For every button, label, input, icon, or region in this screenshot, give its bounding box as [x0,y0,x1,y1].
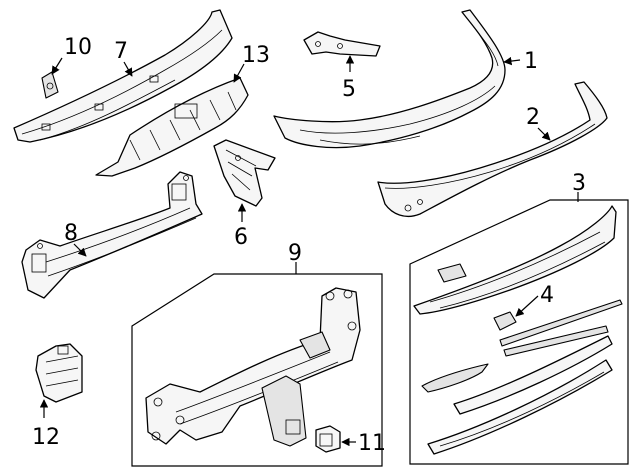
callout-12: 12 [32,425,60,450]
part-12-sensor-bracket [35,343,83,403]
part-7-reinforcement [13,9,233,143]
box-9-hitch [131,273,383,467]
callout-4: 4 [540,283,554,308]
part-8-impact-bar [21,171,203,299]
part-5-side-bracket [303,31,381,57]
part-1-bumper-cover [273,9,506,149]
part-2-lower-valance [377,81,608,218]
box-3-trim [409,199,629,465]
part-13-absorber [95,77,249,177]
callout-6: 6 [234,225,248,250]
callout-9: 9 [288,241,302,266]
part-11-receiver-cover [315,425,341,453]
callout-7: 7 [114,39,128,64]
callout-11: 11 [358,431,386,456]
callout-labels: 1 2 3 4 5 6 7 8 9 10 11 12 13 [32,35,586,456]
callout-2: 2 [526,105,540,130]
leader-lines [39,55,579,447]
callout-5: 5 [342,77,356,102]
callout-10: 10 [64,35,92,60]
callout-13: 13 [242,43,270,68]
callout-8: 8 [64,221,78,246]
part-10-bracket [41,71,59,99]
callout-3: 3 [572,171,586,196]
part-6-mount-bracket [213,139,276,207]
callout-1: 1 [524,49,538,74]
